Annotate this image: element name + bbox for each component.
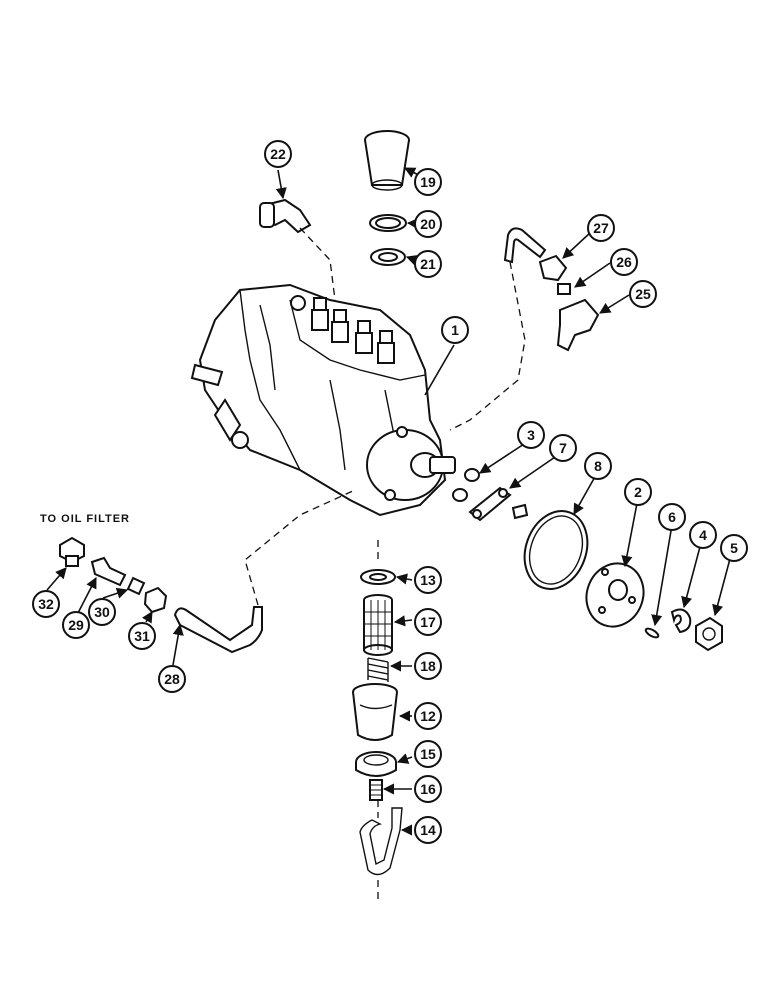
callout-8-label: 8 (594, 458, 602, 474)
callout-22-label: 22 (270, 146, 286, 162)
hub-nut-part (695, 616, 723, 652)
callout-1-label: 1 (451, 322, 459, 338)
callout-16: 16 (414, 775, 442, 803)
callout-30: 30 (88, 598, 116, 626)
ferrule-part (557, 283, 571, 295)
callout-15-label: 15 (420, 746, 436, 762)
callout-18-label: 18 (420, 658, 436, 674)
callout-31-label: 31 (134, 628, 150, 644)
sediment-bowl-part (352, 683, 398, 741)
callout-29-label: 29 (68, 617, 84, 633)
callout-16-label: 16 (420, 781, 436, 797)
banjo-bolt-part (59, 536, 85, 567)
callout-29: 29 (62, 611, 90, 639)
callout-14-label: 14 (420, 822, 436, 838)
callout-25: 25 (629, 280, 657, 308)
callout-4: 4 (689, 521, 717, 549)
callout-12-label: 12 (420, 708, 436, 724)
callout-7-label: 7 (559, 440, 567, 456)
callout-7: 7 (549, 434, 577, 462)
callout-13: 13 (414, 566, 442, 594)
callout-20-label: 20 (420, 216, 436, 232)
callout-25-label: 25 (635, 286, 651, 302)
callout-18: 18 (414, 652, 442, 680)
seal-ring-part (369, 214, 407, 232)
bowl-clamp-part (359, 807, 403, 876)
woodruff-key-part (644, 627, 660, 639)
callout-28-label: 28 (164, 671, 180, 687)
callout-5: 5 (720, 534, 748, 562)
small-plug-part (452, 468, 480, 502)
callout-22: 22 (264, 140, 292, 168)
olive-part (126, 576, 146, 596)
callout-17: 17 (414, 608, 442, 636)
callout-4-label: 4 (699, 527, 707, 543)
callout-3-label: 3 (527, 427, 535, 443)
to-oil-filter-note: TO OIL FILTER (40, 513, 130, 525)
pipe-nut-part (143, 586, 168, 614)
callout-1: 1 (441, 316, 469, 344)
callout-28: 28 (158, 665, 186, 693)
washer-part (370, 248, 406, 266)
clamp-plate-part (468, 486, 529, 522)
callout-12: 12 (414, 702, 442, 730)
filter-element-part (363, 594, 393, 656)
banjo-elbow-part (259, 198, 336, 301)
feed-pipe-part (173, 489, 356, 654)
return-pipe (449, 227, 547, 431)
callout-17-label: 17 (420, 614, 436, 630)
filter-cap-part (364, 130, 410, 191)
callout-15: 15 (414, 740, 442, 768)
union-nut-part (538, 254, 568, 282)
elbow-connector-part (556, 298, 600, 352)
callout-21: 21 (414, 250, 442, 278)
callout-6: 6 (658, 503, 686, 531)
injection-pump-body (190, 283, 456, 517)
filter-washer-part (360, 569, 396, 585)
callout-32: 32 (32, 590, 60, 618)
callout-14: 14 (414, 816, 442, 844)
bowl-ring-nut-part (355, 751, 397, 777)
bowl-spring-part (369, 779, 383, 801)
callout-21-label: 21 (420, 256, 436, 272)
filter-spring-part (367, 657, 389, 682)
lock-washer-part (670, 608, 692, 634)
callout-26-label: 26 (616, 254, 632, 270)
callout-20: 20 (414, 210, 442, 238)
callout-26: 26 (610, 248, 638, 276)
callout-13-label: 13 (420, 572, 436, 588)
callout-2-label: 2 (634, 484, 642, 500)
callout-27: 27 (587, 214, 615, 242)
callout-8: 8 (584, 452, 612, 480)
drive-hub-part (585, 562, 645, 628)
callout-2: 2 (624, 478, 652, 506)
adaptor-part (90, 556, 127, 587)
callout-31: 31 (128, 622, 156, 650)
callout-5-label: 5 (730, 540, 738, 556)
callout-19: 19 (414, 168, 442, 196)
callout-30-label: 30 (94, 604, 110, 620)
callout-3: 3 (517, 421, 545, 449)
callout-6-label: 6 (668, 509, 676, 525)
o-ring-part (523, 510, 589, 590)
callout-27-label: 27 (593, 220, 609, 236)
callout-19-label: 19 (420, 174, 436, 190)
callout-32-label: 32 (38, 596, 54, 612)
